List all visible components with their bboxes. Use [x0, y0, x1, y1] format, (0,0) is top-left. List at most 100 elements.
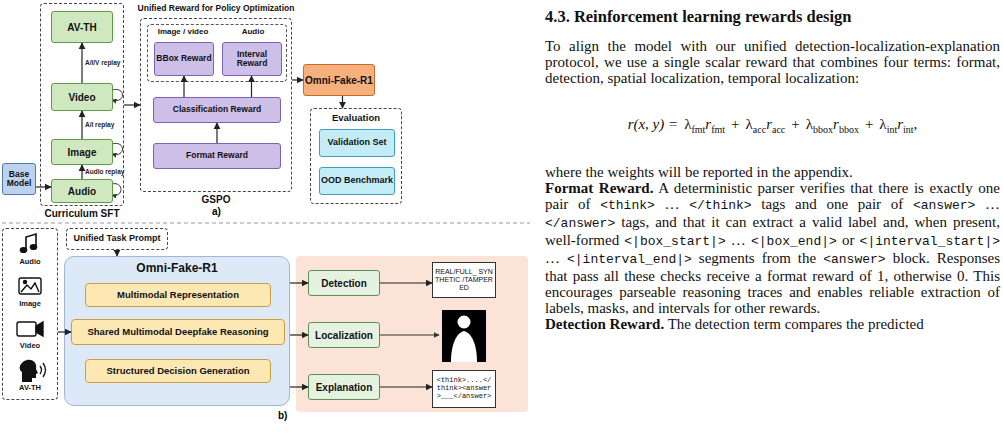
stage-group: Curriculum SFTAV-THVideoImageAudio — [40, 3, 124, 206]
node-text: Curriculum SFT — [31, 208, 133, 219]
text-run: tags and one pair of — [761, 196, 903, 212]
subscript: int — [887, 124, 898, 135]
node-text: Omni-Fake-R1 — [305, 75, 373, 86]
text-run: + — [731, 116, 739, 132]
node-text: Structured Decision Generation — [106, 366, 249, 376]
model-container: Omni-Fake-R1Multimodal RepresentationSha… — [64, 256, 290, 406]
flow-arrow — [290, 282, 308, 283]
text-run: r — [766, 116, 772, 132]
output-box: Explanation — [308, 374, 380, 400]
text-run: … — [985, 196, 1000, 212]
node-text: OOD Benchmark — [321, 176, 393, 186]
image-icon — [19, 278, 41, 294]
text-run: + — [865, 116, 873, 132]
node-text: Unified Reward for Policy Optimization — [111, 4, 321, 13]
paragraph: where the weights will be reported in th… — [545, 164, 1000, 180]
panel-label: a) — [212, 206, 221, 217]
node-text: Unified Task Prompt — [74, 234, 161, 244]
separator-line — [2, 222, 530, 223]
text-run: … — [731, 232, 746, 248]
code-token: <|box_end|> — [751, 234, 837, 249]
model-box: Base Model — [2, 163, 36, 195]
reward-box: BBox Reward — [154, 42, 214, 76]
node-text: GSPO — [141, 194, 291, 205]
self-loop — [112, 143, 123, 154]
node-text: Interval Reward — [223, 50, 281, 69]
av-th-icon — [20, 360, 46, 382]
paragraph: To align the model with our unified dete… — [545, 38, 1000, 86]
paragraph: Detection Reward. The detection term com… — [545, 316, 1000, 332]
text-run: Detection Reward. — [545, 316, 664, 332]
panel-label: b) — [278, 410, 287, 421]
flow-arrow — [183, 76, 184, 97]
text-run: … — [664, 196, 679, 212]
flow-arrow — [342, 96, 343, 108]
dataset-box: OOD Benchmark — [319, 167, 395, 195]
text-run: or — [842, 232, 855, 248]
code-token: <think> — [600, 198, 655, 213]
node-text: AV-TH — [67, 22, 96, 33]
text-run: , — [914, 116, 918, 132]
node-text: Detection — [321, 278, 367, 289]
node-text: Shared Multimodal Deepfake Reasoning — [87, 327, 268, 337]
text-run: The detection term compares the predicte… — [668, 316, 924, 332]
mask-illustration — [442, 310, 486, 362]
code-token: <|interval_start|> — [860, 234, 1000, 249]
text-run: λ — [806, 116, 813, 132]
text-run: segments from the — [699, 250, 816, 266]
reward-subgroup: Image / videoAudioBBox Reward Interval Re… — [147, 24, 287, 82]
subscript: int — [903, 124, 914, 135]
reward-group: Unified Reward for Policy OptimizationGS… — [140, 18, 292, 192]
text-run: r — [897, 116, 903, 132]
leader-arrow — [380, 334, 439, 335]
flow-arrow — [81, 43, 82, 83]
text-run: λ — [746, 116, 753, 132]
output-box: Detection — [308, 270, 380, 296]
edge-label: A/I/V replay — [85, 59, 120, 66]
reward-box: Classification Reward — [153, 97, 281, 123]
dataset-box: Validation Set — [319, 129, 395, 157]
subscript: bbox — [813, 124, 833, 135]
code-token: <answer> — [823, 252, 885, 267]
section-heading: 4.3. Reinforcement learning rewards desi… — [545, 8, 1000, 26]
audio-icon — [21, 234, 37, 252]
text-run: r — [833, 116, 839, 132]
edge-label: Audio replay — [85, 168, 124, 175]
code-token: <answer> — [913, 198, 975, 213]
text-run: 4.3. Reinforcement learning rewards desi… — [545, 7, 851, 26]
result-box: <think>....</think><answer>___</answer> — [432, 370, 496, 408]
video-icon — [17, 322, 43, 336]
self-loop — [112, 184, 121, 196]
module-box: Shared Multimodal Deepfake Reasoning — [71, 319, 285, 345]
flow-arrow — [81, 165, 82, 179]
prompt-box: Unified Task Prompt — [66, 228, 168, 250]
node-text: Video — [68, 92, 95, 103]
model-box: Omni-Fake-R1 — [303, 64, 375, 96]
flow-arrow — [216, 123, 217, 143]
module-box: Multimodal Representation — [85, 283, 271, 307]
node-text: Evaluation — [311, 113, 401, 123]
code-token: <|box_start|> — [624, 234, 725, 249]
node-text: REAL/FULL_ SYNTHETIC /TAMPERED — [435, 268, 493, 291]
flow-arrow — [36, 186, 51, 187]
stage-box: Video — [51, 83, 113, 111]
node-text: Audio — [3, 258, 57, 266]
subscript: fmt — [711, 124, 725, 135]
node-text: Audio — [218, 28, 288, 37]
node-text: Audio — [68, 186, 96, 197]
reward-box: Format Reward — [153, 143, 281, 169]
text-run: Format Reward. — [545, 180, 653, 196]
node-text: Image — [68, 147, 97, 158]
output-panel — [296, 256, 528, 412]
text-run: λ — [879, 116, 886, 132]
node-text: Format Reward — [186, 151, 248, 160]
text-run: To align the model with our unified dete… — [545, 38, 1000, 86]
stage-box: Audio — [51, 179, 113, 203]
text-run: r — [705, 116, 711, 132]
result-box: REAL/FULL_ SYNTHETIC /TAMPERED — [432, 262, 496, 298]
node-text: Base Model — [3, 170, 35, 189]
node-text: Image / video — [148, 28, 218, 37]
node-text: BBox Reward — [156, 54, 211, 63]
stage-box: AV-TH — [51, 11, 113, 43]
